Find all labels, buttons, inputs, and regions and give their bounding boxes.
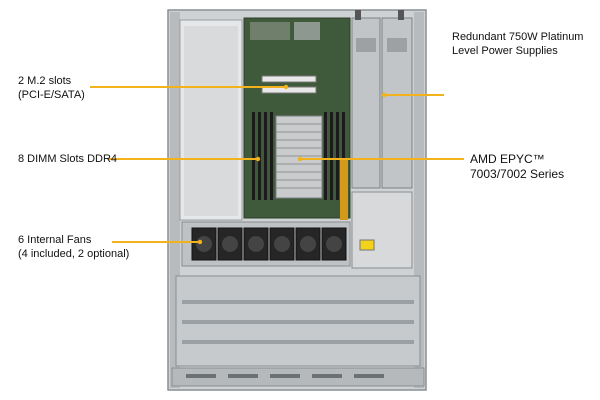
m2-callout: 2 M.2 slots (PCI-E/SATA) — [18, 74, 85, 102]
psu-callout: Redundant 750W Platinum Level Power Supp… — [452, 30, 583, 58]
psu-callout-line2: Level Power Supplies — [452, 45, 558, 57]
fans-callout-line2: (4 included, 2 optional) — [18, 248, 130, 260]
dimm-slots — [252, 112, 345, 200]
m2-callout-line1: 2 M.2 slots — [18, 75, 72, 87]
m2-callout-line2: (PCI-E/SATA) — [18, 89, 85, 101]
psu-callout-line1: Redundant 750W Platinum — [452, 31, 584, 43]
fans-callout: 6 Internal Fans (4 included, 2 optional) — [18, 233, 129, 261]
dimm-callout-line1: 8 DIMM Slots DDR4 — [18, 153, 118, 165]
fans-callout-line1: 6 Internal Fans — [18, 234, 92, 246]
callout-lines — [90, 86, 464, 243]
cpu-callout-line1: AMD EPYC™ — [470, 152, 545, 166]
cpu-callout-line2: 7003/7002 Series — [470, 167, 565, 181]
m2-slot-1 — [261, 75, 317, 83]
psu-housing — [351, 191, 413, 269]
cpu-callout: AMD EPYC™ 7003/7002 Series — [470, 152, 564, 182]
dimm-callout: 8 DIMM Slots DDR4 — [18, 152, 117, 166]
chassis-right-rail — [414, 12, 424, 388]
chassis-left-rail — [170, 12, 180, 388]
cpu-heatsink — [275, 115, 323, 199]
m2-slot-2 — [261, 86, 317, 94]
